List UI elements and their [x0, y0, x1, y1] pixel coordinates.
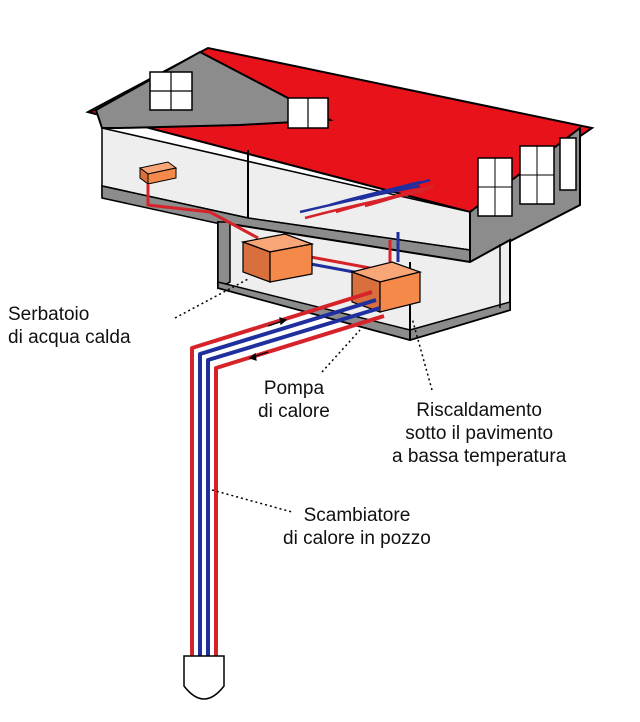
label-serbatoio-line-1: Serbatoio [8, 304, 90, 325]
label-pompa-line-1: Pompa [263, 378, 325, 399]
label-riscaldamento-line-2: sotto il pavimento [405, 423, 554, 444]
upper-storey [94, 50, 581, 264]
label-scambiatore-line-1: Scambiatore [303, 505, 411, 526]
label-serbatoio: Serbatoio di acqua calda [8, 303, 131, 349]
label-pompa: Pompa di calore [258, 377, 330, 423]
underfloor-heating-coil [299, 178, 435, 220]
label-scambiatore: Scambiatore di calore in pozzo [283, 504, 431, 550]
label-scambiatore-line-2: di calore in pozzo [283, 528, 431, 549]
hot-water-tank [240, 233, 315, 283]
label-serbatoio-line-2: di acqua calda [8, 327, 131, 348]
leader-lines [174, 277, 433, 513]
side-windows [477, 137, 577, 217]
label-riscaldamento: Riscaldamento sotto il pavimento a bassa… [392, 399, 566, 468]
upper-tank [138, 161, 178, 185]
flow-arrows [248, 317, 288, 361]
label-riscaldamento-line-1: Riscaldamento [416, 400, 542, 421]
borehole-tip [183, 655, 225, 700]
label-pompa-line-2: di calore [258, 401, 330, 422]
borehole-pipes [190, 290, 385, 656]
label-riscaldamento-line-3: a bassa temperatura [392, 446, 567, 467]
